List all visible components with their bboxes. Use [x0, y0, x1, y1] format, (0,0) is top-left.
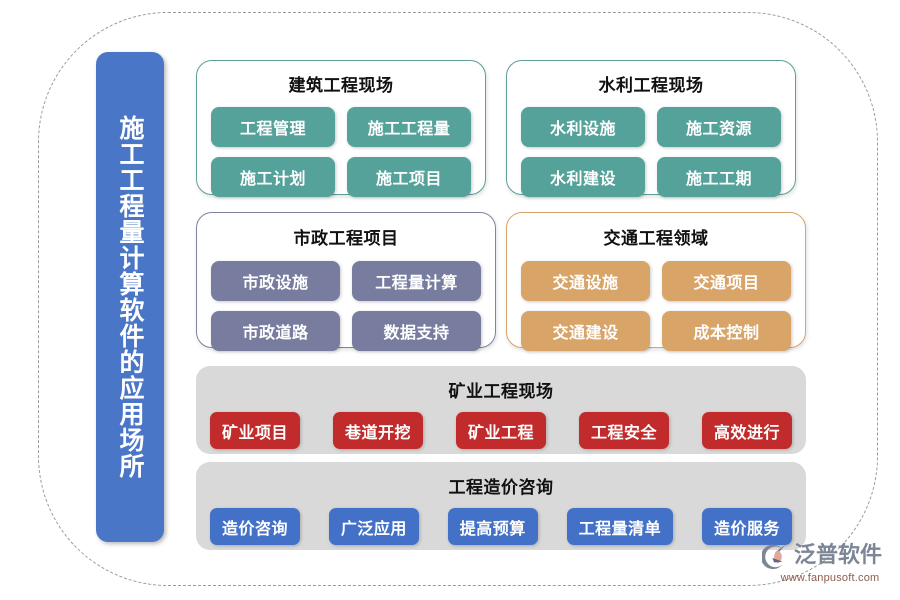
pill-cost-4[interactable]: 工程量清单	[566, 508, 674, 545]
band-mining: 矿业工程现场 矿业项目 巷道开挖 矿业工程 工程安全 高效进行	[196, 366, 806, 454]
pill-mining-3[interactable]: 矿业工程	[455, 412, 546, 449]
pill-mining-2[interactable]: 巷道开挖	[332, 412, 423, 449]
pill-traffic-3[interactable]: 交通建设	[521, 311, 650, 351]
pill-traffic-4[interactable]: 成本控制	[662, 311, 791, 351]
swoosh-circle-icon	[760, 540, 792, 570]
card-construction: 建筑工程现场 工程管理 施工工程量 施工计划 施工项目	[196, 60, 486, 197]
band-cost-items: 造价咨询 广泛应用 提高预算 工程量清单 造价服务	[196, 508, 806, 545]
pill-water-1[interactable]: 水利设施	[521, 107, 645, 147]
pill-mining-1[interactable]: 矿业项目	[210, 412, 301, 449]
band-cost-title: 工程造价咨询	[448, 478, 554, 497]
card-municipal-title: 市政工程项目	[293, 229, 399, 248]
pill-cost-1[interactable]: 造价咨询	[210, 508, 301, 545]
brand-logo-name: 泛普软件	[794, 542, 883, 567]
card-water: 水利工程现场 水利设施 施工资源 水利建设 施工工期	[506, 60, 796, 197]
card-construction-title: 建筑工程现场	[288, 76, 394, 95]
vertical-title-bar: 施工工程量计算软件的应用场所	[96, 52, 164, 542]
pill-cost-2[interactable]: 广泛应用	[328, 508, 419, 545]
pill-mining-4[interactable]: 工程安全	[578, 412, 669, 449]
pill-cost-5[interactable]: 造价服务	[701, 508, 792, 545]
pill-construction-2[interactable]: 施工工程量	[347, 107, 471, 147]
pill-mining-5[interactable]: 高效进行	[701, 412, 792, 449]
pill-municipal-2[interactable]: 工程量计算	[352, 261, 481, 301]
pill-municipal-1[interactable]: 市政设施	[211, 261, 340, 301]
card-municipal-items: 市政设施 工程量计算 市政道路 数据支持	[197, 261, 495, 351]
pill-water-4[interactable]: 施工工期	[657, 157, 781, 197]
vertical-title-text: 施工工程量计算软件的应用场所	[116, 115, 144, 479]
pill-water-3[interactable]: 水利建设	[521, 157, 645, 197]
pill-construction-1[interactable]: 工程管理	[211, 107, 335, 147]
band-mining-title: 矿业工程现场	[448, 382, 554, 401]
band-cost: 工程造价咨询 造价咨询 广泛应用 提高预算 工程量清单 造价服务	[196, 462, 806, 550]
brand-logo-url: www.fanpusoft.com	[780, 572, 880, 584]
card-construction-items: 工程管理 施工工程量 施工计划 施工项目	[197, 107, 485, 197]
pill-construction-3[interactable]: 施工计划	[211, 157, 335, 197]
pill-traffic-1[interactable]: 交通设施	[521, 261, 650, 301]
pill-municipal-3[interactable]: 市政道路	[211, 311, 340, 351]
band-mining-items: 矿业项目 巷道开挖 矿业工程 工程安全 高效进行	[196, 412, 806, 449]
card-water-title: 水利工程现场	[598, 76, 704, 95]
card-traffic-title: 交通工程领域	[603, 229, 709, 248]
card-water-items: 水利设施 施工资源 水利建设 施工工期	[507, 107, 795, 197]
card-traffic: 交通工程领域 交通设施 交通项目 交通建设 成本控制	[506, 212, 806, 351]
card-municipal: 市政工程项目 市政设施 工程量计算 市政道路 数据支持	[196, 212, 496, 351]
card-traffic-items: 交通设施 交通项目 交通建设 成本控制	[507, 261, 805, 351]
brand-logo-row: 泛普软件	[760, 540, 894, 570]
pill-cost-3[interactable]: 提高预算	[447, 508, 538, 545]
pill-municipal-4[interactable]: 数据支持	[352, 311, 481, 351]
pill-traffic-2[interactable]: 交通项目	[662, 261, 791, 301]
pill-construction-4[interactable]: 施工项目	[347, 157, 471, 197]
brand-logo: 泛普软件 www.fanpusoft.com	[760, 540, 894, 592]
pill-water-2[interactable]: 施工资源	[657, 107, 781, 147]
